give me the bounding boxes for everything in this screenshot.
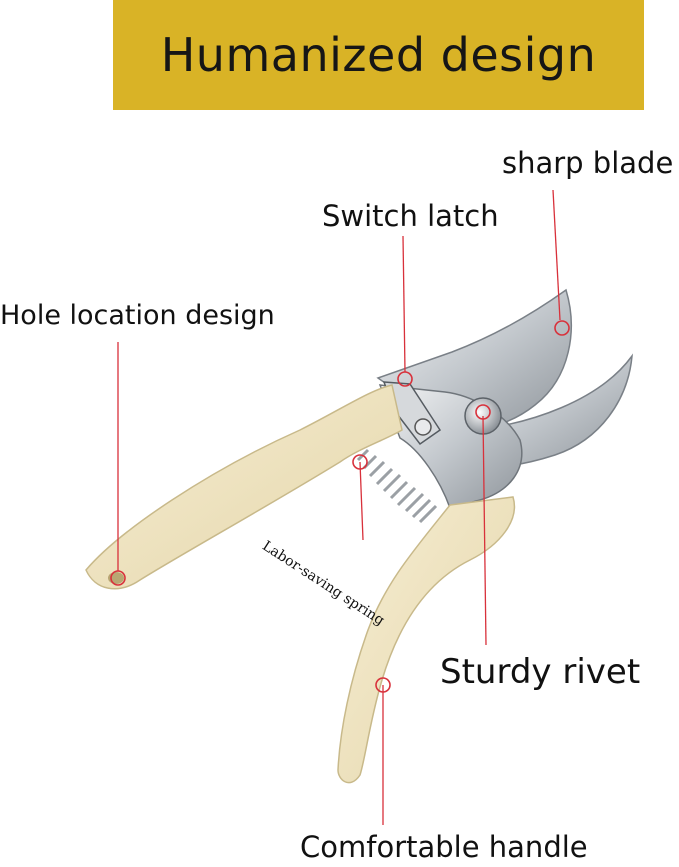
rivet-callout-dot — [475, 404, 491, 420]
spring-callout-dot — [352, 454, 368, 470]
lower-handle — [337, 496, 516, 784]
rivet-label: Sturdy rivet — [440, 652, 641, 692]
handle-callout-dot — [375, 677, 391, 693]
latch-callout-dot — [397, 371, 413, 387]
hole-callout-dot — [110, 570, 126, 586]
blade-callout-line — [552, 189, 561, 321]
handle-label: Comfortable handle — [300, 830, 588, 864]
rivet-callout-line — [482, 415, 487, 646]
sharp-blade-label: sharp blade — [502, 146, 674, 180]
blade-callout-dot — [554, 320, 570, 336]
latch-callout-line — [402, 235, 406, 373]
hole-location-label: Hole location design — [0, 300, 275, 331]
banner-title: Humanized design — [160, 28, 597, 82]
upper-handle — [85, 384, 403, 590]
switch-latch-label: Switch latch — [322, 199, 499, 233]
title-banner: Humanized design — [113, 0, 644, 110]
spring-callout-line — [359, 461, 364, 541]
